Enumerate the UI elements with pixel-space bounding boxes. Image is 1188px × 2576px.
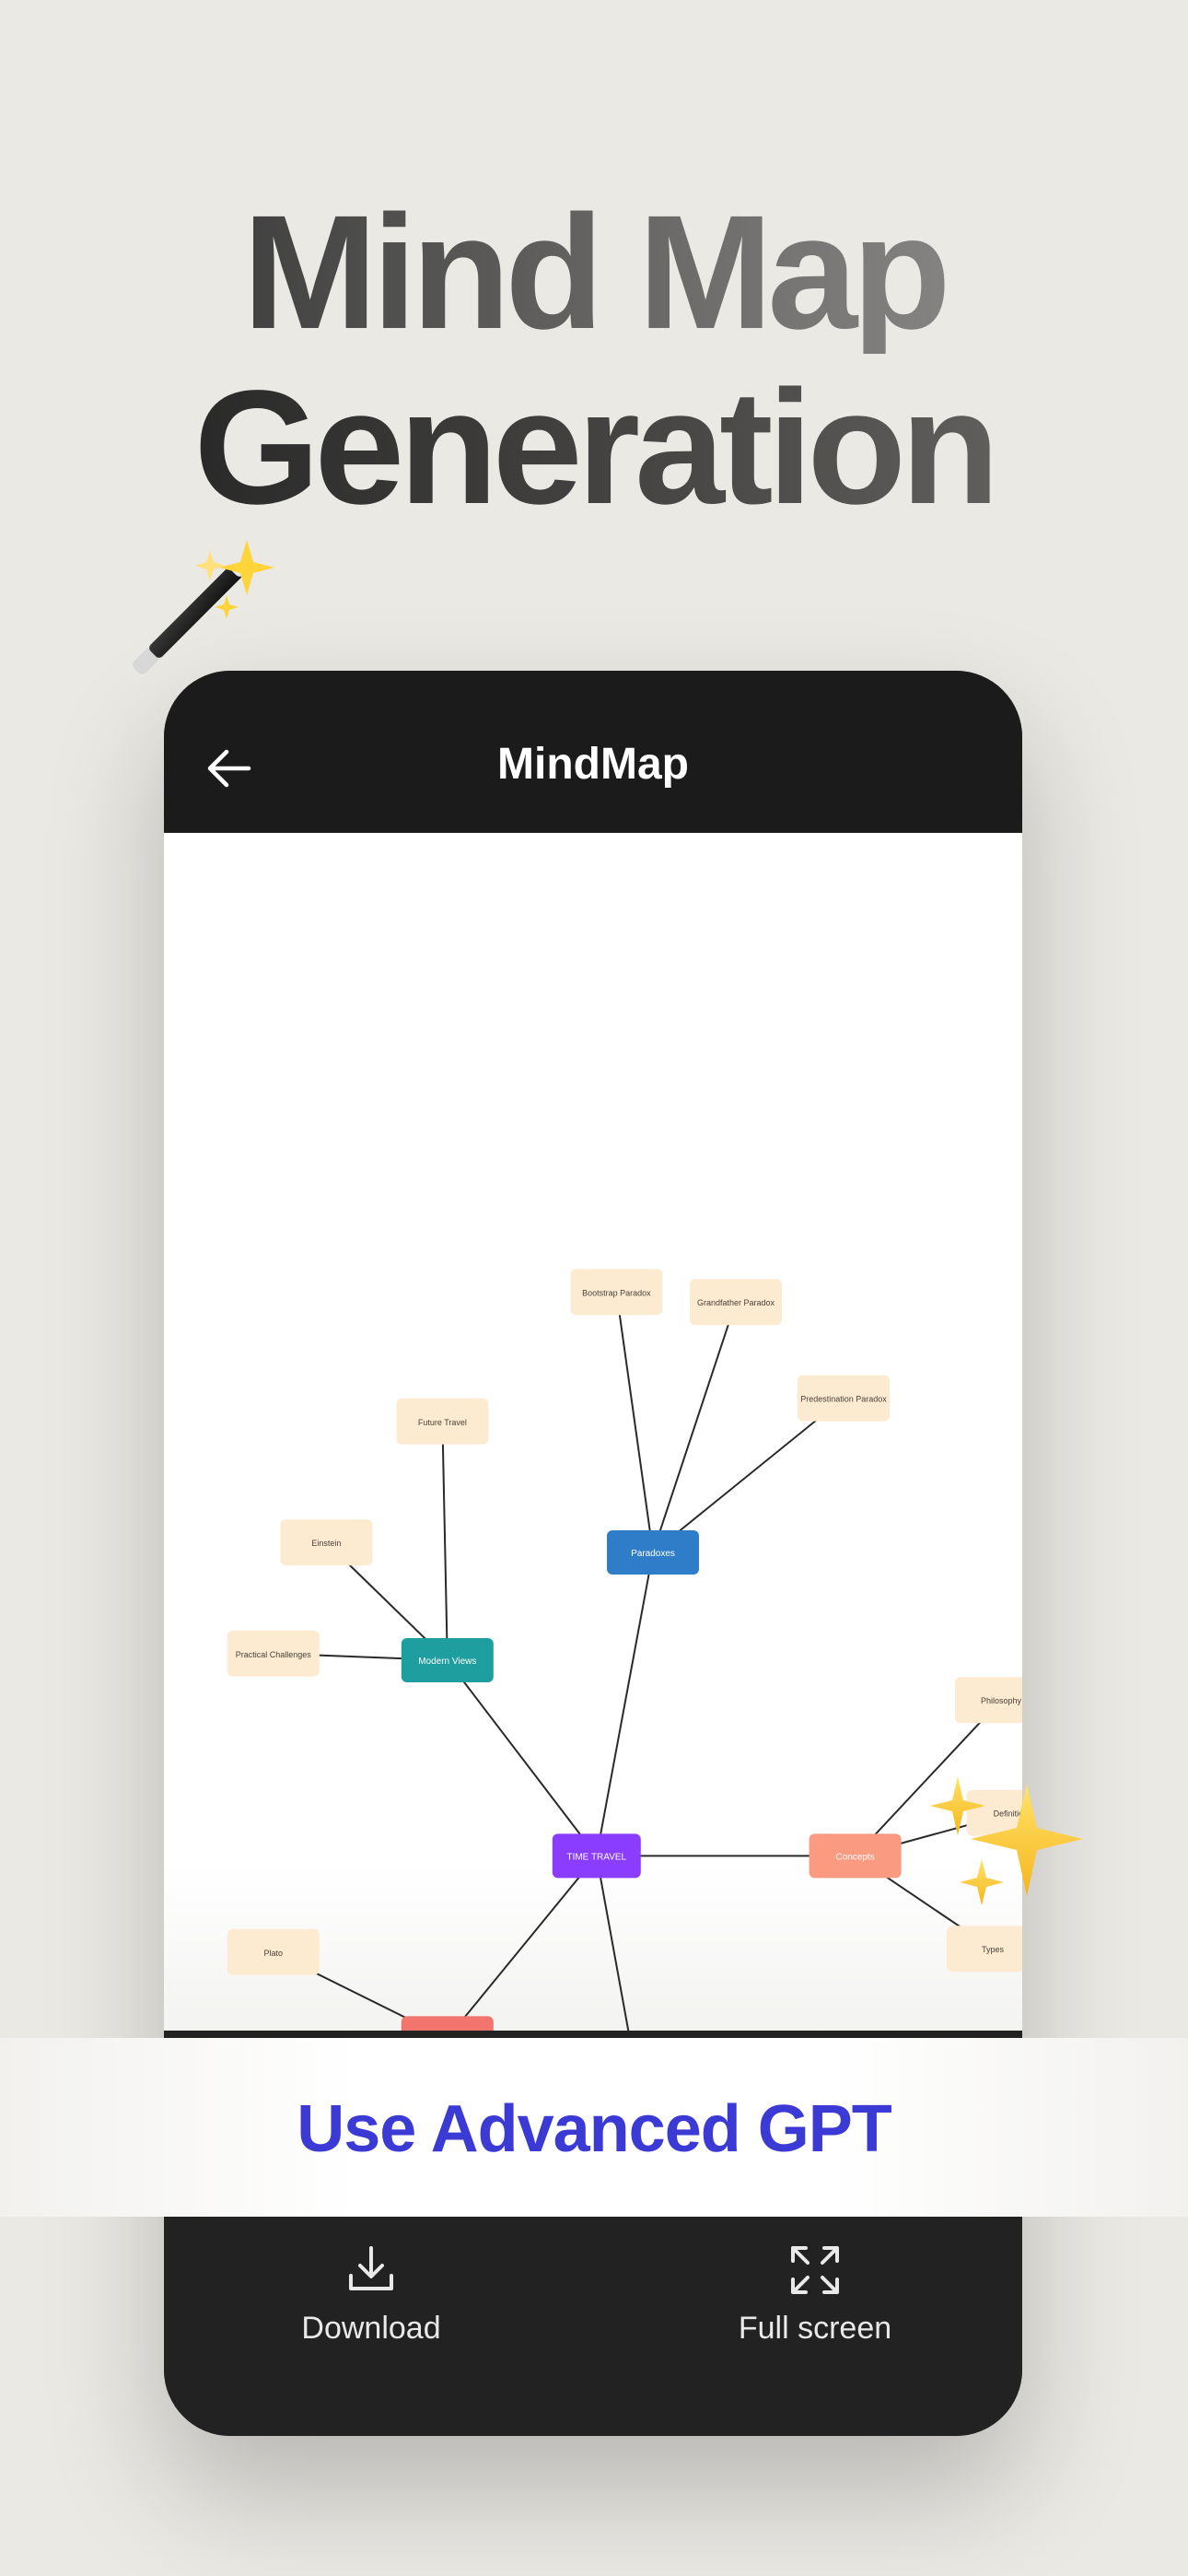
svg-text:Paradoxes: Paradoxes	[631, 1549, 675, 1559]
svg-text:Grandfather Paradox: Grandfather Paradox	[697, 1298, 775, 1307]
svg-text:TIME TRAVEL: TIME TRAVEL	[566, 1852, 626, 1862]
svg-text:Modern Views: Modern Views	[418, 1657, 476, 1667]
download-icon	[349, 2246, 393, 2290]
svg-text:Einstein: Einstein	[311, 1539, 341, 1548]
svg-text:Practical Challenges: Practical Challenges	[236, 1650, 312, 1659]
mindmap-edge-paradoxes-grandfather	[652, 1301, 737, 1553]
mindmap-node-predestination[interactable]: Predestination Paradox	[798, 1375, 890, 1422]
svg-text:Predestination Paradox: Predestination Paradox	[800, 1395, 887, 1404]
mindmap-edge-concepts-philosophy	[854, 1699, 1002, 1857]
mindmap-edge-paradoxes-bootstrap	[615, 1292, 654, 1553]
mindmap-node-plato[interactable]: Plato	[227, 1928, 320, 1975]
mindmap-node-definitions[interactable]: Definitions	[966, 1789, 1022, 1836]
mindmap-node-paradoxes[interactable]: Paradoxes	[607, 1530, 699, 1575]
mindmap-node-future-travel[interactable]: Future Travel	[396, 1398, 489, 1445]
mindmap-node-types[interactable]: Types	[947, 1926, 1022, 1973]
download-button[interactable]: Download	[233, 2242, 509, 2347]
promo-banner: Use Advanced GPT	[0, 2038, 1188, 2217]
app-header: MindMap	[164, 671, 1022, 833]
mindmap-node-concepts[interactable]: Concepts	[809, 1833, 902, 1879]
mindmap-node-philosophy[interactable]: Philosophy	[955, 1677, 1022, 1724]
mindmap-node-center[interactable]: TIME TRAVEL	[552, 1833, 641, 1879]
back-arrow-icon[interactable]	[203, 743, 254, 794]
mindmap-node-grandfather[interactable]: Grandfather Paradox	[690, 1279, 782, 1326]
fullscreen-expand-icon	[791, 2246, 839, 2294]
download-label: Download	[301, 2311, 441, 2346]
sparkles-icon	[930, 1776, 1083, 1905]
svg-text:Concepts: Concepts	[835, 1852, 874, 1862]
mindmap-node-einstein[interactable]: Einstein	[280, 1519, 373, 1566]
fullscreen-label: Full screen	[738, 2311, 892, 2346]
mindmap-edge-center-paradoxes	[595, 1551, 654, 1856]
mindmap-edge-center-experiences	[595, 1856, 630, 2031]
headline-line-1: Mind Map	[0, 192, 1188, 354]
mindmap-node-modern-views[interactable]: Modern Views	[401, 1638, 494, 1682]
svg-text:Definitions: Definitions	[994, 1809, 1022, 1819]
mindmap-node-philosophers[interactable]: Philosophers	[401, 2016, 494, 2031]
magic-wand-icon	[133, 540, 274, 674]
svg-text:Future Travel: Future Travel	[418, 1418, 467, 1427]
fullscreen-button[interactable]: Full screen	[677, 2242, 953, 2347]
mindmap-edge-paradoxes-predestination	[652, 1397, 844, 1553]
mindmap-edge-center-philosophers	[452, 1855, 598, 2031]
mindmap-edge-modern_views-future_travel	[441, 1421, 448, 1661]
svg-text:Philosophy: Philosophy	[981, 1696, 1022, 1705]
mindmap-node-bootstrap[interactable]: Bootstrap Paradox	[570, 1269, 663, 1316]
app-title: MindMap	[497, 740, 689, 789]
headline-line-2: Generation	[0, 367, 1188, 529]
mindmap-edge-center-modern_views	[447, 1659, 598, 1857]
svg-text:Bootstrap Paradox: Bootstrap Paradox	[582, 1288, 651, 1297]
mindmap-node-practical[interactable]: Practical Challenges	[227, 1630, 320, 1677]
banner-text: Use Advanced GPT	[297, 2092, 892, 2166]
svg-text:Plato: Plato	[264, 1949, 284, 1958]
svg-text:Types: Types	[982, 1945, 1005, 1954]
